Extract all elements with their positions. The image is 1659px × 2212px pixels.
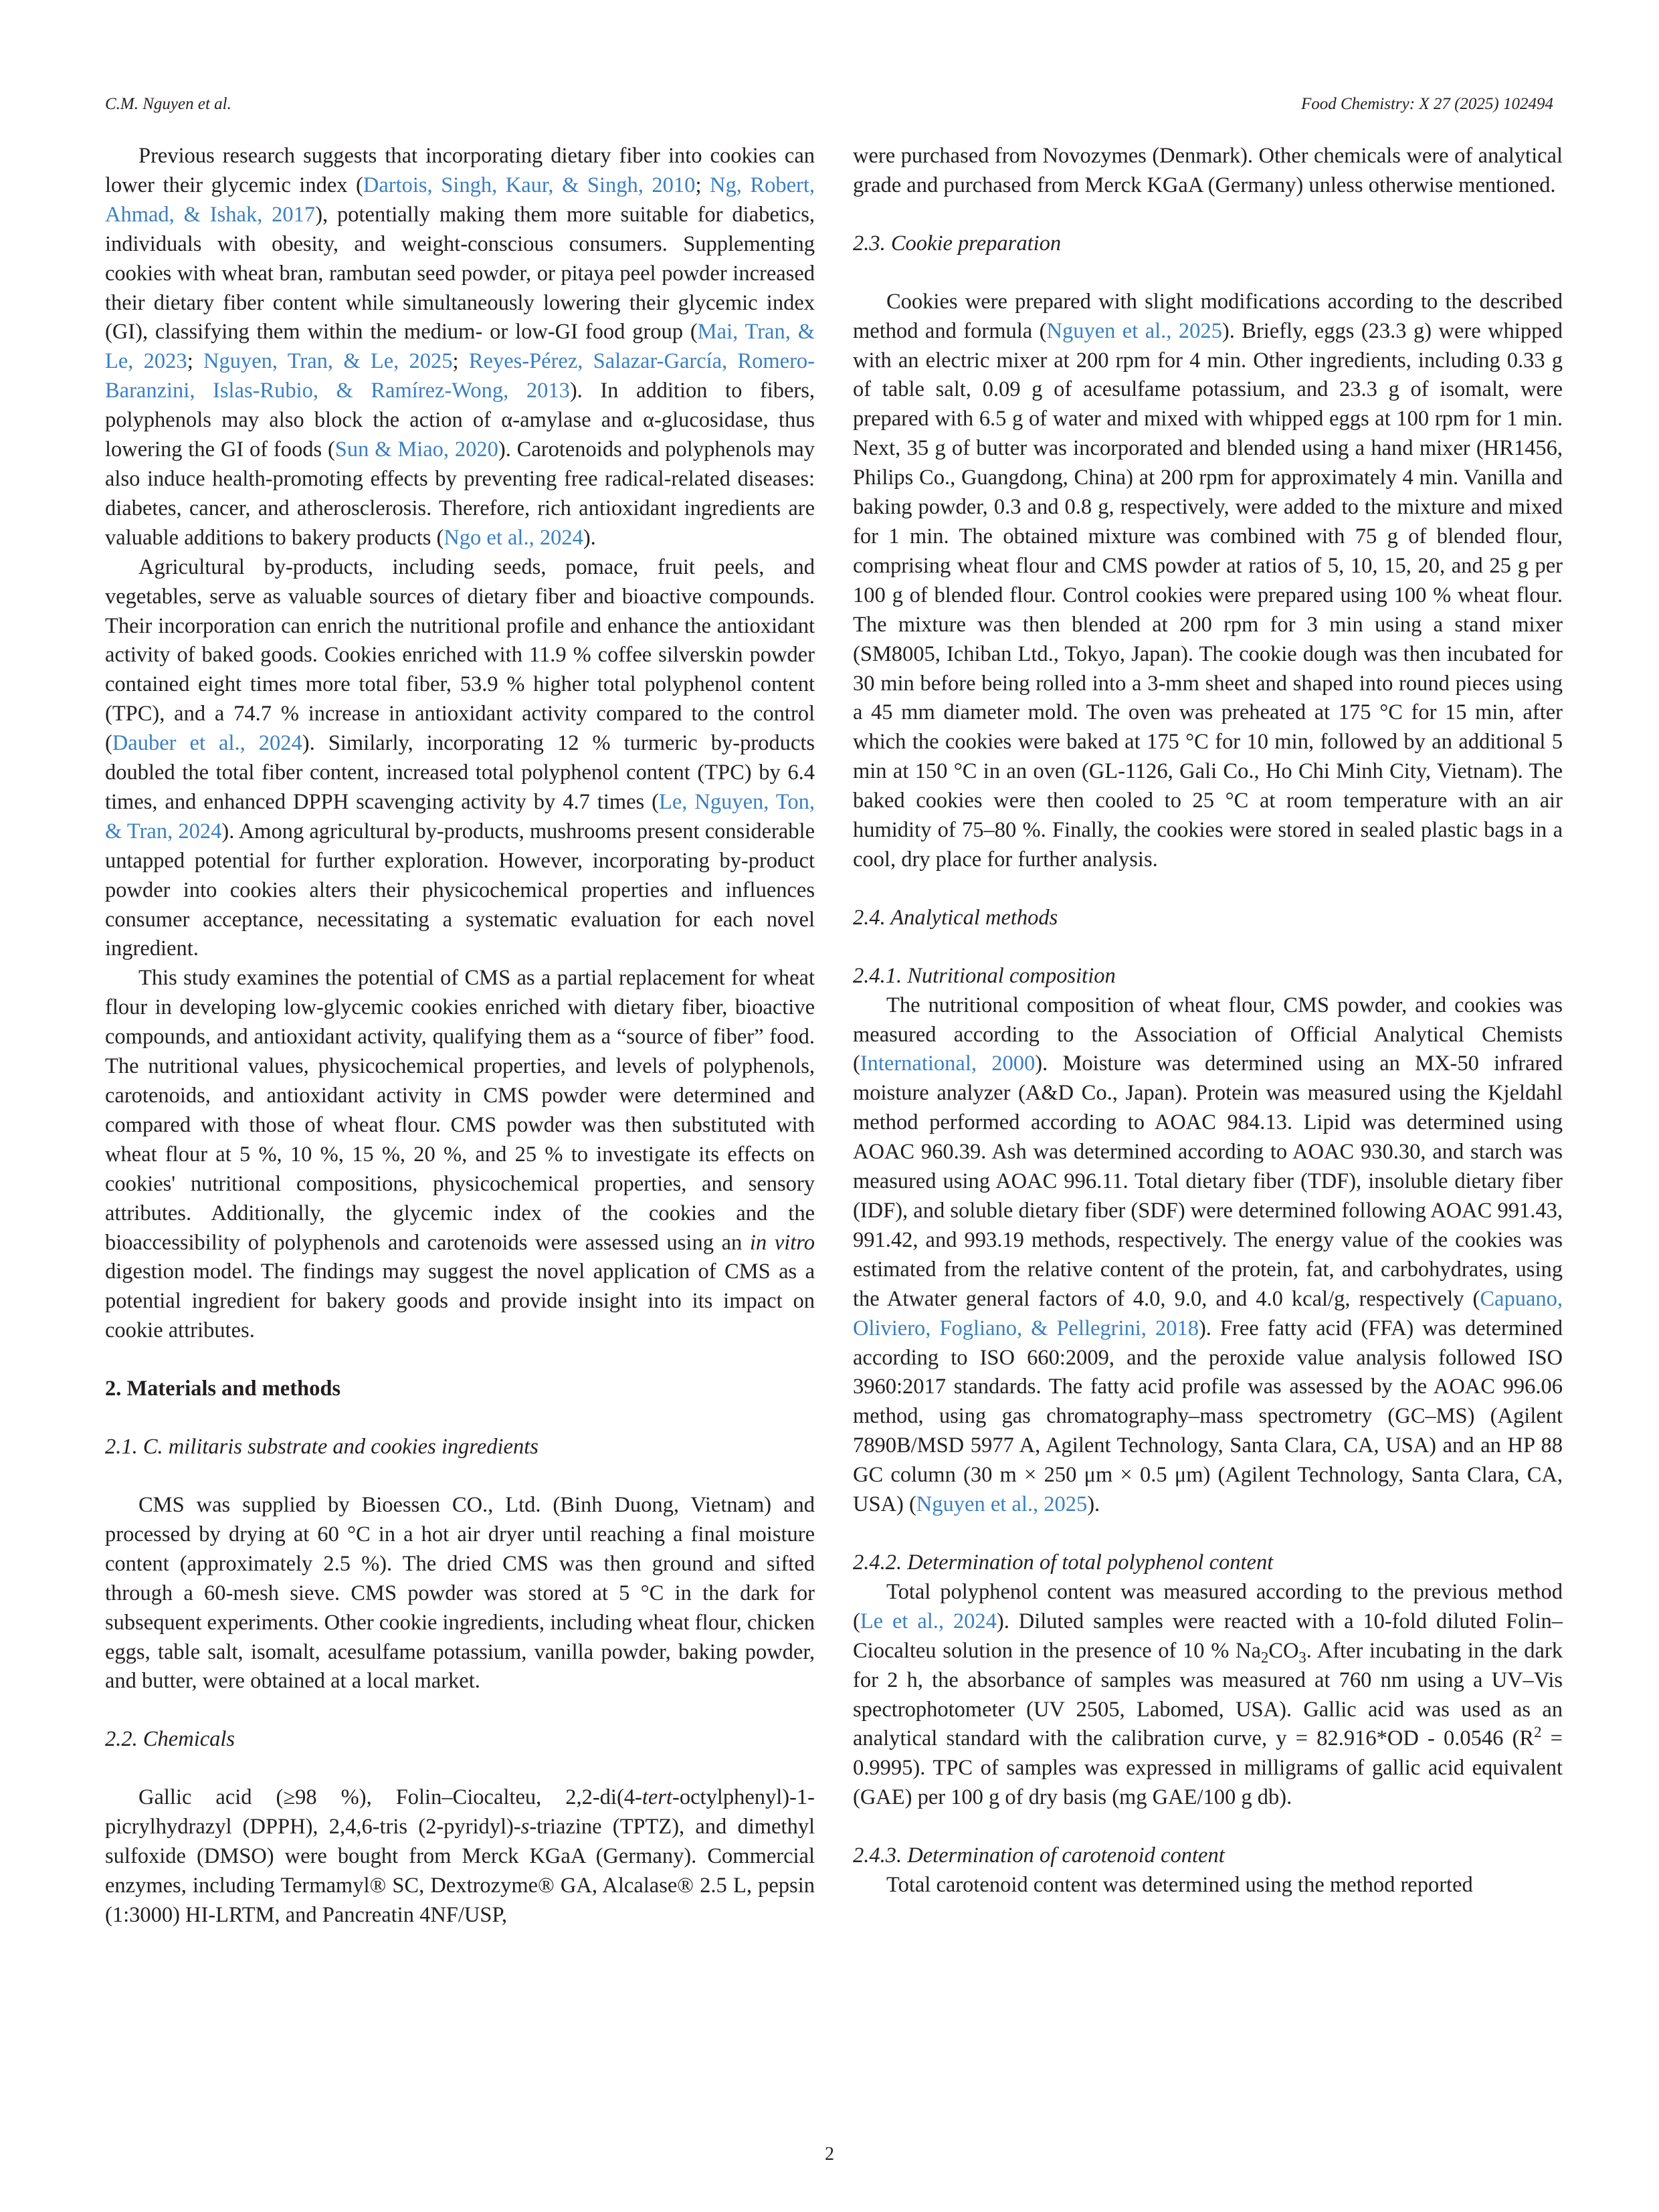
citation-link[interactable]: Ng, Robert, Ahmad, & Ishak, 2017: [105, 173, 815, 227]
citation-link[interactable]: Nguyen et al., 2025: [916, 1492, 1088, 1517]
subsection-heading-chemicals: 2.2. Chemicals: [105, 1727, 235, 1752]
citation-link[interactable]: Dauber et al., 2024: [112, 731, 302, 756]
paragraph-polyphenol: Total polyphenol content was measured ac…: [853, 1579, 1563, 1810]
citation-link[interactable]: Sun & Miao, 2020: [334, 437, 498, 462]
paragraph-nutritional-composition: The nutritional composition of wheat flo…: [853, 993, 1563, 1517]
page-number: 2: [825, 2144, 834, 2165]
paragraph-chemicals: Gallic acid (≥98 %), Folin–Ciocalteu, 2,…: [105, 1785, 815, 1927]
citation-link[interactable]: Mai, Tran, & Le, 2023: [105, 320, 815, 374]
paragraph-carotenoid: Total carotenoid content was determined …: [886, 1873, 1473, 1898]
citation-link[interactable]: Nguyen et al., 2025: [1046, 318, 1222, 343]
paragraph-cookie-preparation: Cookies were prepared with slight modifi…: [853, 289, 1563, 872]
subsection-heading-cookie-preparation: 2.3. Cookie preparation: [853, 231, 1062, 256]
section-heading-materials-methods: 2. Materials and methods: [105, 1377, 341, 1401]
right-column: were purchased from Novozymes (Denmark).…: [853, 142, 1563, 1900]
paragraph-fiber-glycemic: Previous research suggests that incorpor…: [105, 144, 815, 550]
citation-link[interactable]: Reyes-Pérez, Salazar-García, Romero-Bara…: [105, 349, 815, 403]
paragraph-by-products: Agricultural by-products, including seed…: [105, 555, 815, 961]
subsection-heading-analytical-methods: 2.4. Analytical methods: [853, 905, 1058, 930]
citation-link[interactable]: Le et al., 2024: [860, 1609, 997, 1633]
citation-link[interactable]: International, 2000: [860, 1051, 1036, 1076]
subsubsection-heading-polyphenol: 2.4.2. Determination of total polyphenol…: [853, 1550, 1274, 1575]
running-head-journal: Food Chemistry: X 27 (2025) 102494: [1300, 95, 1553, 113]
citation-link[interactable]: Ngo et al., 2024: [444, 525, 583, 550]
subsubsection-heading-carotenoid: 2.4.3. Determination of carotenoid conte…: [853, 1843, 1225, 1868]
citation-link[interactable]: Nguyen, Tran, & Le, 2025: [203, 349, 453, 374]
subsection-heading-substrate: 2.1. C. militaris substrate and cookies …: [105, 1435, 539, 1460]
paragraph-cms-supply: CMS was supplied by Bioessen CO., Ltd. (…: [105, 1492, 815, 1694]
citation-link[interactable]: Capuano, Oliviero, Fogliano, & Pellegrin…: [853, 1286, 1563, 1340]
left-column: Previous research suggests that incorpor…: [105, 142, 815, 1930]
subsubsection-heading-nutritional: 2.4.1. Nutritional composition: [853, 963, 1116, 988]
paragraph-study-aim: This study examines the potential of CMS…: [105, 966, 815, 1343]
paragraph-chemicals-continued: were purchased from Novozymes (Denmark).…: [853, 144, 1563, 197]
citation-link[interactable]: Le, Nguyen, Ton, & Tran, 2024: [105, 789, 815, 843]
citation-link[interactable]: Dartois, Singh, Kaur, & Singh, 2010: [363, 173, 696, 197]
running-head-authors: C.M. Nguyen et al.: [105, 95, 231, 113]
